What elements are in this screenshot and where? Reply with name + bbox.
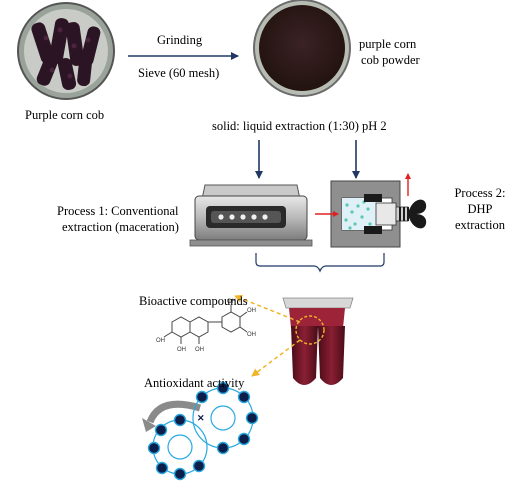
svg-text:✕: ✕: [197, 413, 205, 423]
curved-transfer-arrow: [146, 400, 202, 424]
bioactive-compounds-label: Bioactive compounds: [139, 294, 248, 308]
process-2-label-line3: extraction: [455, 218, 505, 232]
grinding-label: Grinding: [157, 33, 203, 47]
process-2-label-line1: Process 2:: [454, 186, 506, 200]
molecule-group-label: OH: [227, 299, 236, 305]
molecule-group-label: OH: [247, 308, 256, 314]
antioxidant-illustration: ✕: [142, 381, 259, 481]
molecule-group-label: OH: [247, 332, 256, 338]
process-2-label-line2: DHP: [467, 202, 493, 216]
molecule-structure: [163, 305, 248, 344]
powder-label-line2: cob powder: [361, 53, 420, 67]
dhp-device-image: [315, 173, 427, 248]
powder-label-line1: purple corn: [359, 37, 417, 51]
antioxidant-activity-label: Antioxidant activity: [144, 376, 245, 390]
arrow-to-bioactive: [234, 294, 301, 323]
maceration-device-image: [189, 184, 313, 247]
process-1-label-line1: Process 1: Conventional: [57, 204, 179, 218]
extract-tubes-image: [282, 297, 354, 385]
process-1-label-line2: extraction (maceration): [62, 220, 179, 234]
raw-material-label: Purple corn cob: [25, 108, 105, 122]
molecule-group-label: OH: [156, 338, 165, 344]
molecule-group-label: OH: [177, 347, 186, 353]
powder-dish-image: [253, 0, 351, 97]
sieve-label: Sieve (60 mesh): [138, 66, 220, 80]
extraction-condition-label: solid: liquid extraction (1:30) pH 2: [212, 119, 387, 133]
arrow-to-antioxidant: [251, 339, 301, 377]
corn-cob-dish-image: [17, 2, 115, 100]
molecule-group-label: OH: [195, 347, 204, 353]
merge-bracket: [255, 253, 385, 273]
